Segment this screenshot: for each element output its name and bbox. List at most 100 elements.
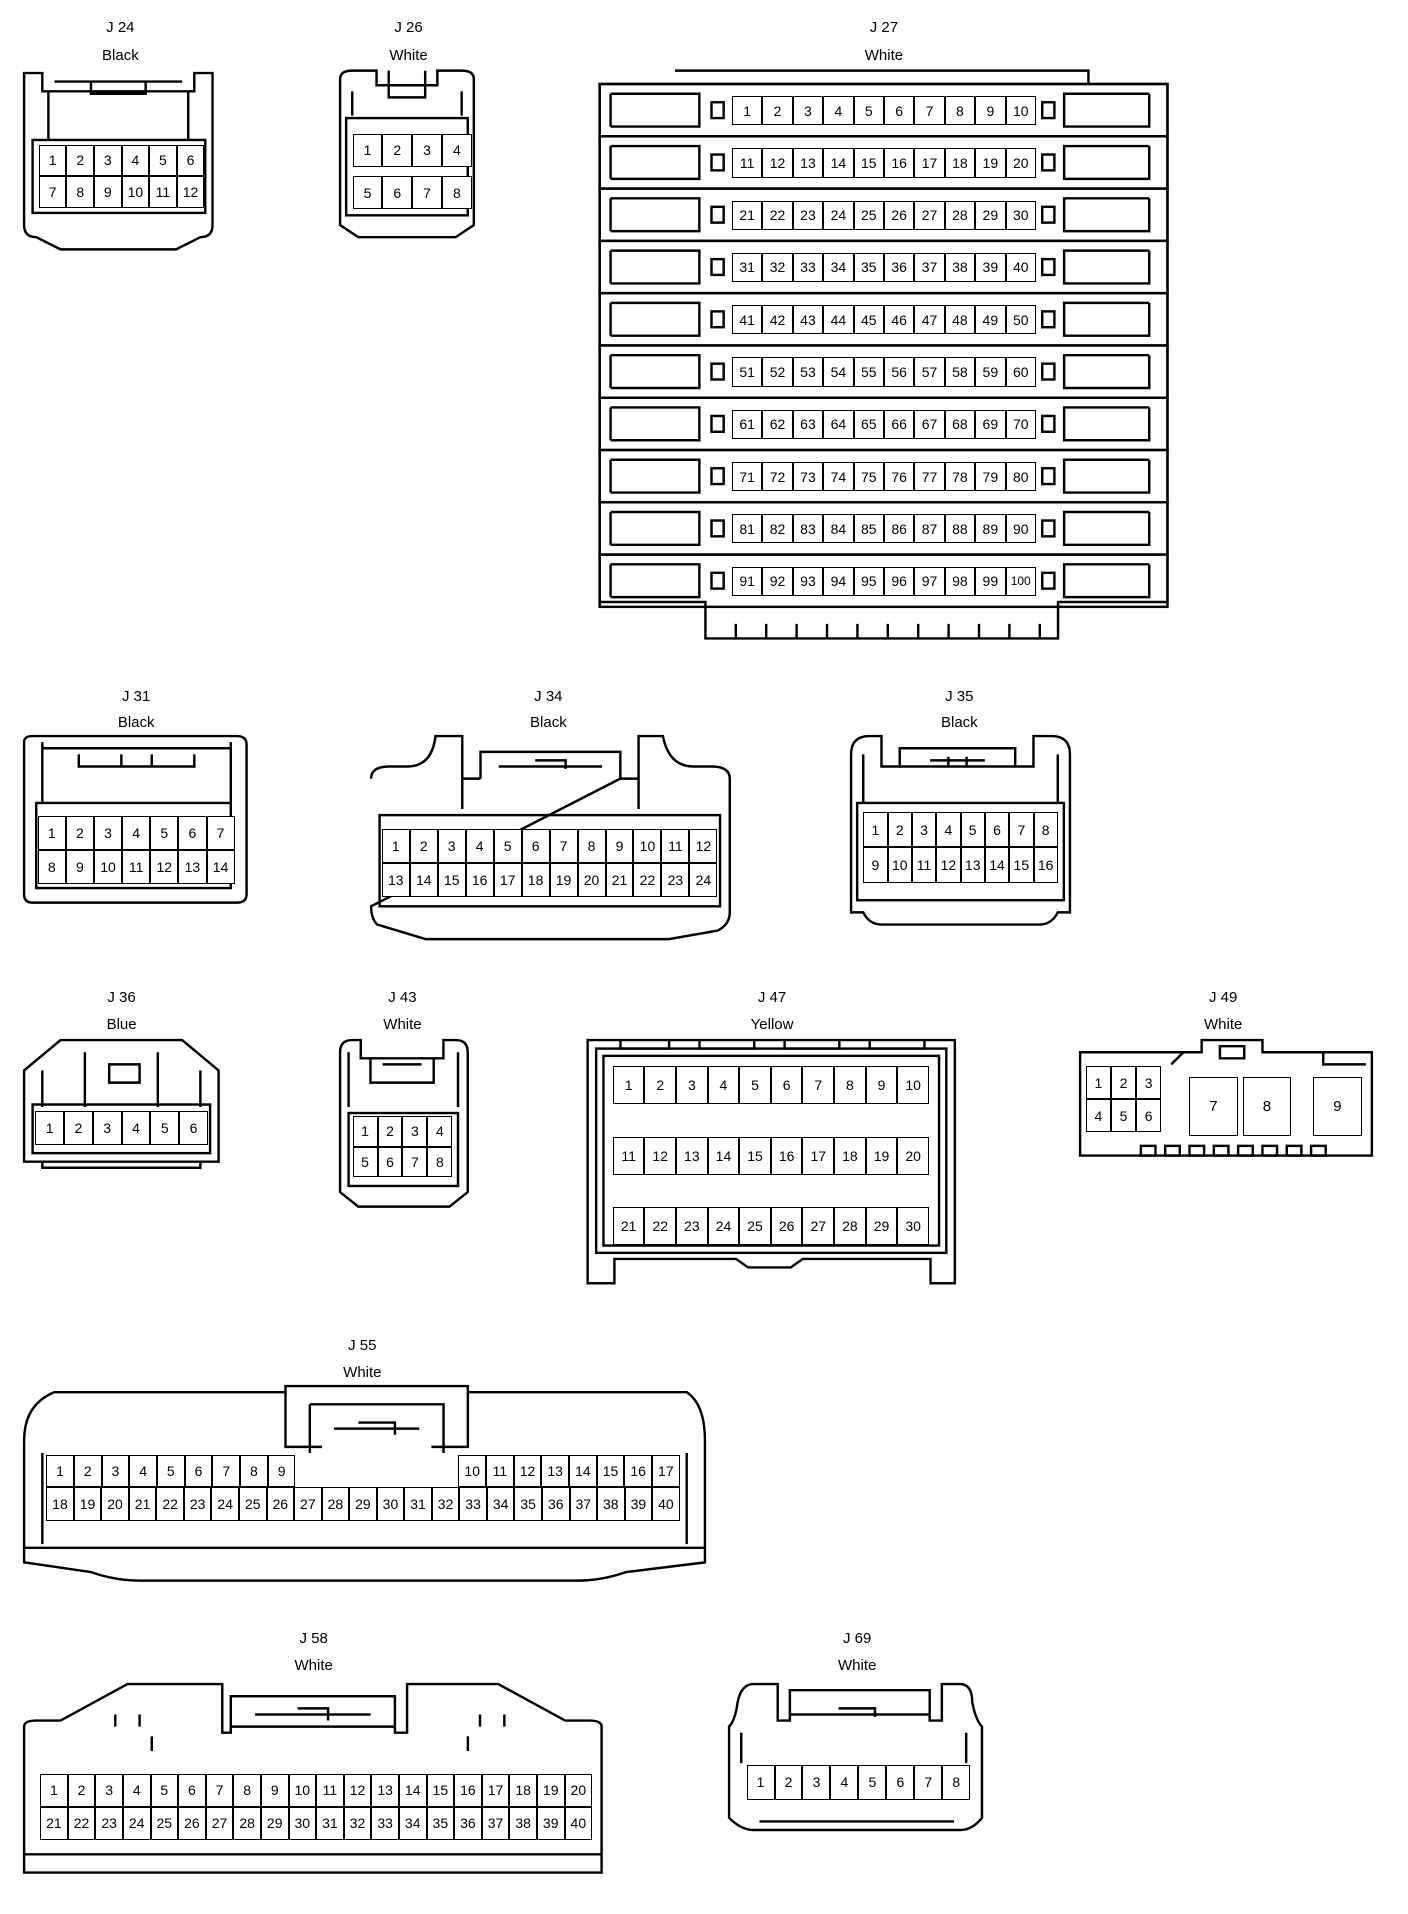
pin-j27-1: 1 (731, 96, 763, 126)
pin-j55-7: 7 (212, 1455, 241, 1488)
pin-j55-39: 39 (624, 1487, 653, 1522)
pin-j58-25: 25 (150, 1806, 179, 1840)
pin-j47-24: 24 (707, 1207, 740, 1246)
pin-j24-3: 3 (94, 144, 122, 177)
pin-j27-50: 50 (1005, 305, 1036, 335)
pin-j49-1: 1 (1085, 1066, 1111, 1100)
pin-j27-15: 15 (853, 148, 884, 178)
pin-j27-18: 18 (944, 148, 976, 178)
pin-j31-12: 12 (150, 849, 179, 884)
pin-j55-34: 34 (486, 1487, 515, 1522)
pin-j34-14: 14 (409, 863, 438, 898)
pin-j27-96: 96 (883, 566, 915, 596)
pin-j26-8: 8 (441, 176, 472, 210)
connector-color-j58: White (294, 1656, 333, 1674)
pin-j47-14: 14 (707, 1136, 740, 1175)
pin-j55-5: 5 (156, 1455, 185, 1488)
pin-j58-27: 27 (205, 1806, 234, 1840)
connector-color-j31: Black (117, 714, 155, 732)
pin-j55-4: 4 (129, 1455, 157, 1488)
pin-j27-48: 48 (944, 305, 976, 335)
pin-j27-41: 41 (731, 305, 763, 335)
pin-j27-34: 34 (823, 252, 854, 283)
pin-j58-29: 29 (260, 1806, 289, 1840)
pin-j27-59: 59 (975, 357, 1006, 387)
pin-j58-6: 6 (178, 1773, 206, 1807)
pin-j27-89: 89 (975, 514, 1006, 544)
pin-j47-19: 19 (865, 1136, 898, 1175)
pin-j55-16: 16 (624, 1455, 652, 1488)
pin-j47-18: 18 (834, 1136, 866, 1175)
pin-j47-9: 9 (865, 1066, 898, 1105)
pin-j47-23: 23 (676, 1207, 708, 1246)
pin-j31-10: 10 (93, 849, 123, 884)
pin-j58-17: 17 (481, 1773, 510, 1807)
pin-j47-25: 25 (739, 1207, 771, 1246)
pin-j27-8: 8 (944, 96, 976, 126)
connector-id-j49: J 49 (1208, 989, 1238, 1007)
pin-j55-1: 1 (46, 1455, 74, 1488)
pin-j58-33: 33 (371, 1806, 399, 1840)
pin-j24-4: 4 (121, 144, 150, 177)
pin-j35-2: 2 (887, 812, 912, 848)
pin-j27-71: 71 (731, 462, 763, 492)
connector-color-j26: White (389, 46, 428, 64)
pin-j35-7: 7 (1009, 812, 1034, 848)
pin-j27-49: 49 (975, 305, 1006, 335)
pin-j34-10: 10 (633, 829, 662, 864)
pin-j58-10: 10 (288, 1773, 317, 1807)
pin-j24-5: 5 (149, 144, 177, 177)
pin-j27-42: 42 (762, 305, 793, 335)
pin-j43-4: 4 (427, 1116, 453, 1147)
pin-j27-52: 52 (762, 357, 793, 387)
pin-j24-6: 6 (176, 144, 205, 177)
pin-j27-28: 28 (944, 200, 976, 230)
pin-j47-4: 4 (707, 1066, 740, 1105)
pin-j26-3: 3 (412, 133, 442, 167)
pin-j27-61: 61 (731, 409, 763, 439)
pin-j35-8: 8 (1033, 812, 1058, 848)
pin-j34-16: 16 (465, 863, 494, 898)
pin-j58-4: 4 (122, 1773, 151, 1807)
pin-j27-97: 97 (914, 566, 945, 596)
pin-j27-87: 87 (914, 514, 945, 544)
pin-j49-5: 5 (1110, 1099, 1137, 1132)
pin-j36-3: 3 (92, 1111, 122, 1146)
pin-j31-14: 14 (206, 849, 235, 884)
pin-j47-16: 16 (770, 1136, 803, 1175)
pin-j55-10: 10 (458, 1455, 487, 1488)
pin-j27-10: 10 (1005, 96, 1036, 126)
pin-j27-73: 73 (792, 462, 824, 492)
pin-j27-100: 100 (1005, 566, 1036, 596)
pin-j34-11: 11 (661, 829, 690, 864)
pin-j55-29: 29 (349, 1487, 377, 1522)
pin-j43-3: 3 (402, 1116, 428, 1147)
connector-color-j43: White (383, 1015, 422, 1033)
pin-j31-9: 9 (65, 849, 94, 884)
pin-j27-64: 64 (823, 409, 854, 439)
pin-j47-6: 6 (770, 1066, 803, 1105)
pin-j26-2: 2 (382, 133, 413, 167)
pin-j58-5: 5 (150, 1773, 179, 1807)
pin-j58-15: 15 (426, 1773, 455, 1807)
pin-j27-79: 79 (975, 462, 1006, 492)
pin-j55-35: 35 (514, 1487, 542, 1522)
pin-j69-2: 2 (774, 1765, 803, 1800)
pin-j47-12: 12 (644, 1136, 677, 1175)
pin-j27-78: 78 (944, 462, 976, 492)
pin-j27-93: 93 (792, 566, 824, 596)
pin-j47-13: 13 (676, 1136, 708, 1175)
pin-j58-24: 24 (122, 1806, 151, 1840)
pin-j35-3: 3 (911, 812, 937, 848)
pin-j27-88: 88 (944, 514, 976, 544)
pin-j27-6: 6 (883, 96, 915, 126)
pin-j55-2: 2 (73, 1455, 102, 1488)
pin-j27-84: 84 (823, 514, 854, 544)
pin-j34-9: 9 (605, 829, 634, 864)
pin-j55-11: 11 (486, 1455, 514, 1488)
pin-j58-2: 2 (67, 1773, 96, 1807)
pin-j27-24: 24 (823, 200, 854, 230)
connector-id-j35: J 35 (945, 687, 974, 705)
connector-id-j34: J 34 (534, 687, 563, 705)
pin-j55-3: 3 (101, 1455, 130, 1488)
